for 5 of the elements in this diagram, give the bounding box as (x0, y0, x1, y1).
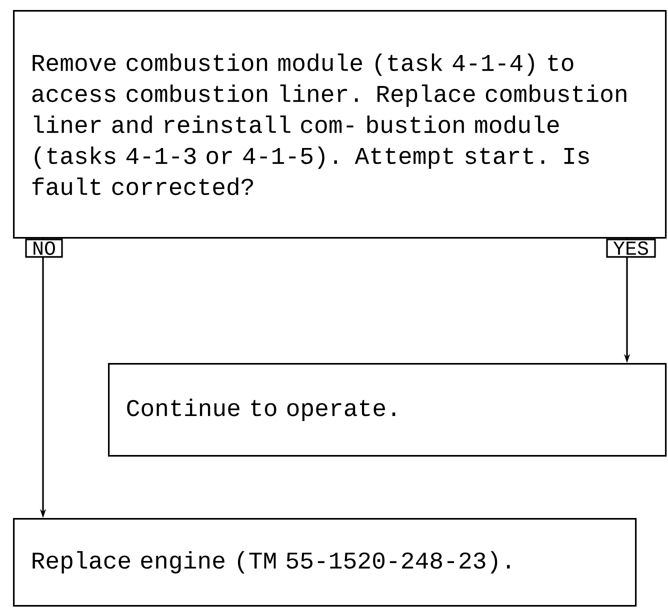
process-box: Continue to operate. (108, 363, 667, 457)
process-box: Replace engine (TM 55-1520-248-23). (13, 518, 637, 607)
process-box: Remove combustion module (task 4-1-4) to access combustion liner. Replace combustion liner and reinstall com- bustion module (tasks 4-1-3 or 4-1-5). Attempt start. Is fault corrected? (13, 10, 667, 239)
edge-label: NO (25, 238, 63, 258)
edge-label: YES (606, 238, 656, 258)
